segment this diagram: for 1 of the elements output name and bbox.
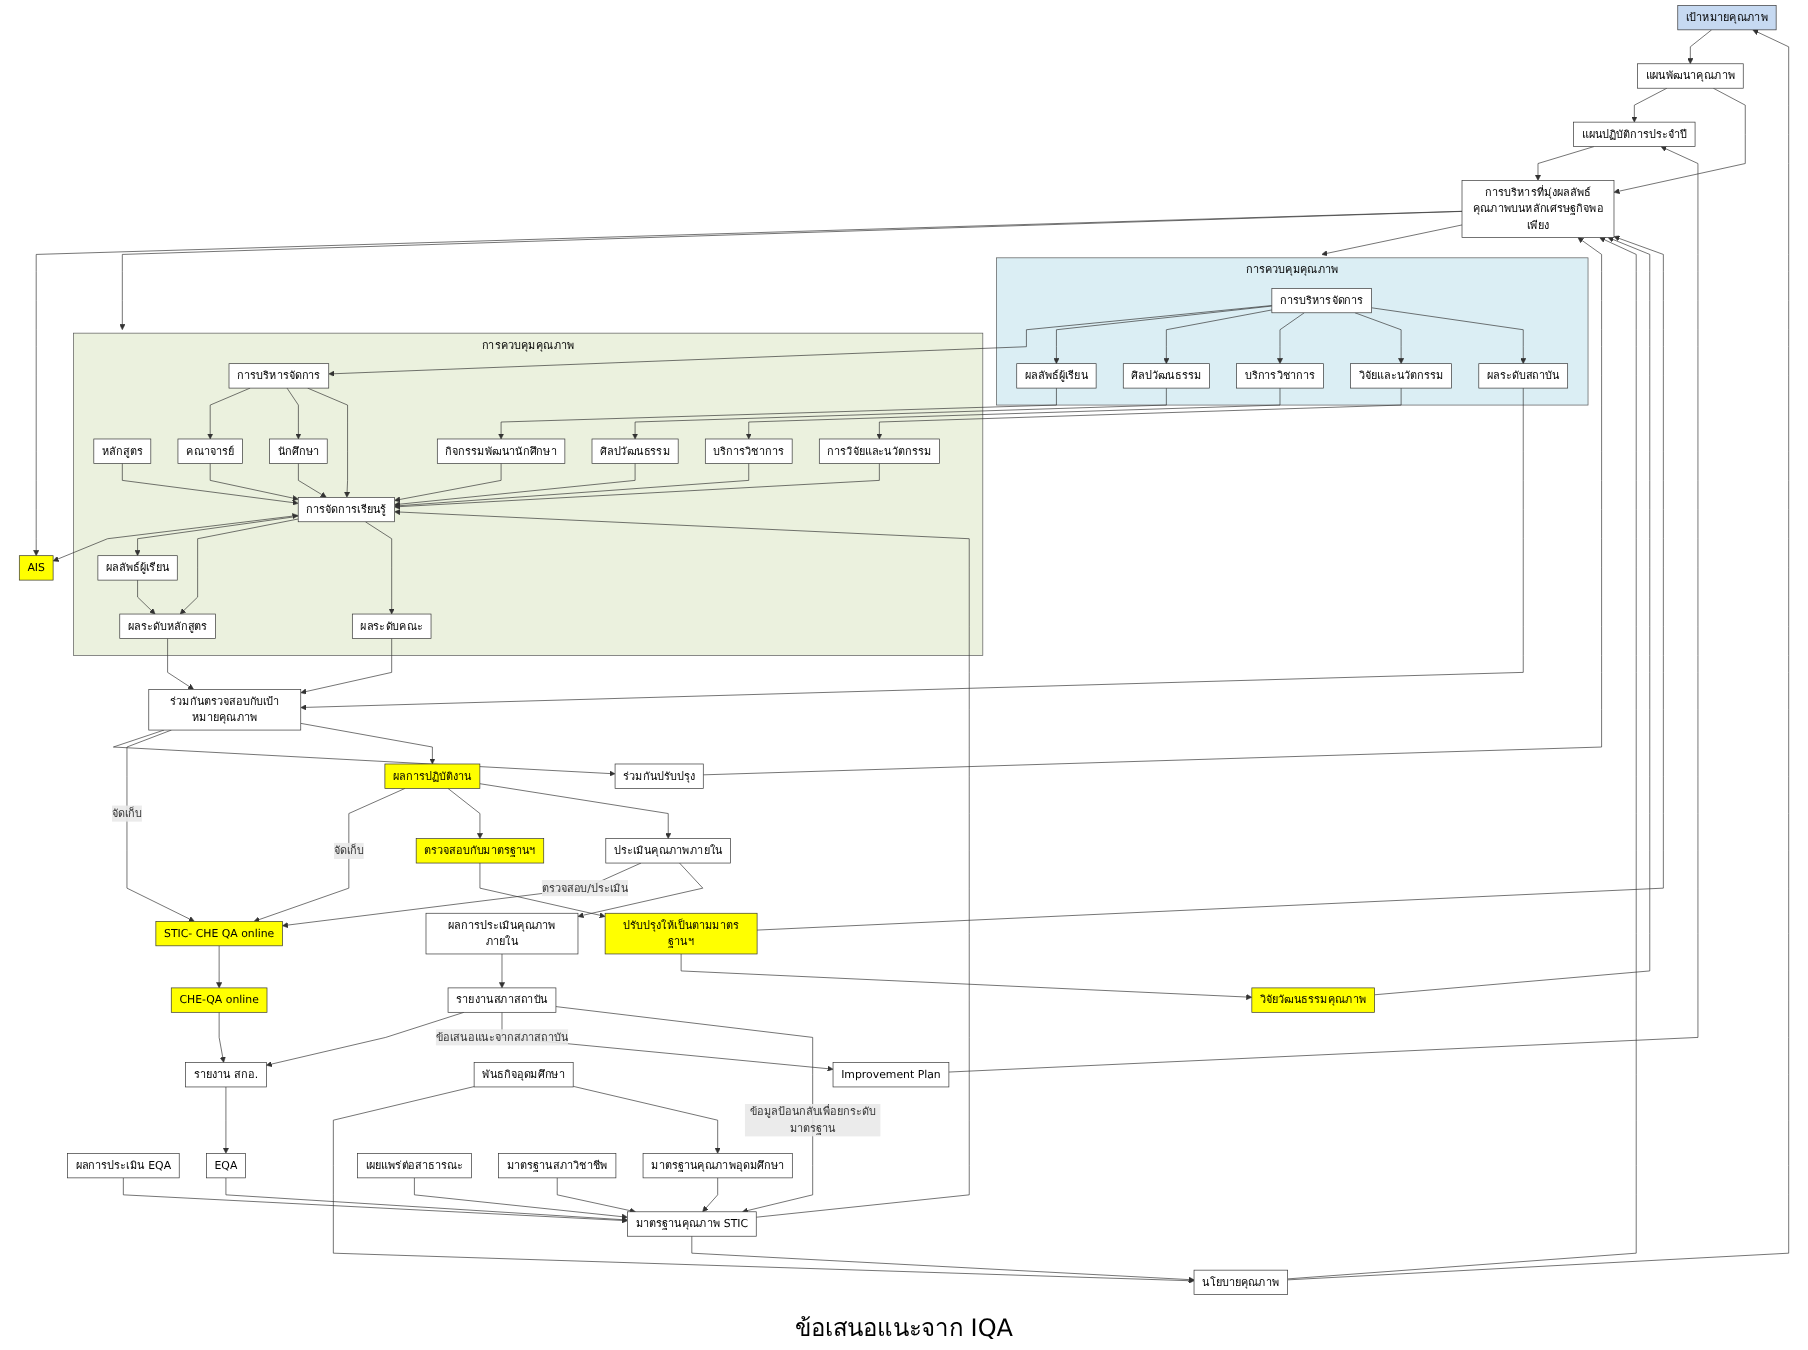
note-text: ข้อเสนอแนะจาก IQA bbox=[794, 1314, 1013, 1342]
